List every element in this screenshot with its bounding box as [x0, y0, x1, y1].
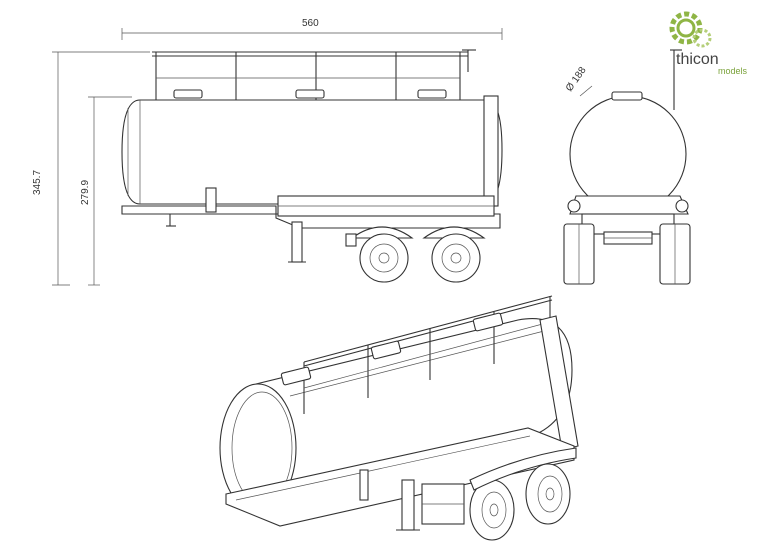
dimension-deck-height: 279.9	[80, 96, 132, 286]
perspective-view	[219, 295, 579, 541]
diameter-label: Ø 188	[564, 65, 589, 94]
logo-name: thicon	[676, 51, 719, 68]
logo-subtitle: models	[718, 66, 748, 76]
dimension-height: 345.7	[32, 51, 150, 286]
gear-icon	[669, 11, 712, 48]
dimension-length: 560	[121, 18, 503, 40]
rear-view: Ø 188	[563, 49, 691, 285]
height-label: 345.7	[32, 170, 43, 195]
length-label: 560	[302, 18, 319, 29]
thicon-logo: thicon models	[669, 11, 748, 76]
side-view	[121, 49, 503, 283]
deck-height-label: 279.9	[80, 180, 91, 205]
